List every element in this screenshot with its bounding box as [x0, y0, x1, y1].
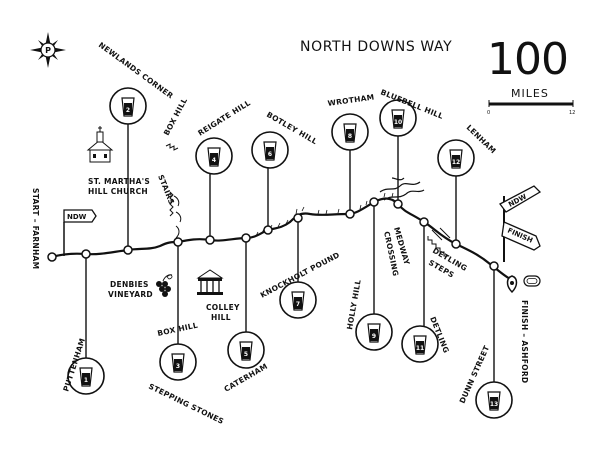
- stairs-icon: [165, 143, 179, 217]
- stage-4-number: 4: [212, 157, 216, 164]
- stage-2-marker[interactable]: 2: [109, 87, 147, 255]
- stage-1-number: 1: [84, 377, 88, 384]
- stage-13-marker[interactable]: 13: [475, 261, 513, 419]
- scale-start-label: 0: [487, 110, 490, 116]
- stage-4-marker[interactable]: 4: [195, 137, 233, 245]
- stage-13-number: 13: [490, 401, 498, 408]
- ndw-start-sign-label: NDW: [67, 213, 87, 221]
- stage-3-label-bottom: STEPPING STONES: [147, 382, 225, 426]
- distance-unit: MILES: [511, 87, 549, 100]
- stage-6-number: 6: [268, 151, 272, 158]
- river-icon: [379, 177, 425, 201]
- stage-4-label: REIGATE HILL: [196, 98, 252, 138]
- stage-6-marker[interactable]: 6: [251, 131, 289, 235]
- stairs-icon: [427, 227, 451, 257]
- colley-hill-label-line1: COLLEY: [206, 303, 240, 312]
- finish-marker-icon: [506, 275, 541, 294]
- st-marthas-label-line2: HILL CHURCH: [88, 187, 148, 196]
- stage-11-number: 11: [416, 345, 424, 352]
- colley-hill-label-line2: HILL: [211, 313, 231, 322]
- stage-5-number: 5: [244, 351, 248, 358]
- stage-8-marker[interactable]: 8: [331, 113, 369, 219]
- church-icon: [86, 126, 114, 163]
- map-title: NORTH DOWNS WAY: [300, 39, 452, 55]
- scale-bar: [488, 100, 574, 107]
- compass-rose-icon: P: [30, 32, 66, 68]
- route-line: [50, 197, 514, 282]
- stage-7-marker[interactable]: 7: [279, 213, 317, 319]
- stage-7-number: 7: [296, 301, 300, 308]
- st-marthas-label-line1: ST. MARTHA'S: [88, 177, 150, 186]
- ndw-start-sign: NDW: [63, 209, 97, 256]
- svg-text:P: P: [45, 46, 51, 55]
- denbies-label-line2: VINEYARD: [108, 290, 153, 299]
- stage-12-number: 12: [452, 159, 460, 166]
- finish-label: FINISH – ASHFORD: [520, 300, 529, 383]
- stage-2-number: 2: [126, 107, 130, 114]
- box-hill-stairs-label-line1: BOX HILL: [162, 96, 189, 137]
- stage-8-number: 8: [348, 133, 352, 140]
- denbies-label-line1: DENBIES: [110, 280, 149, 289]
- grapes-icon: [156, 274, 173, 297]
- stage-1-marker[interactable]: 1: [67, 249, 105, 395]
- stage-12-marker[interactable]: 12: [437, 139, 475, 249]
- distance-value: 100: [487, 34, 568, 85]
- stage-11-marker[interactable]: 11: [401, 217, 439, 363]
- temple-icon: [196, 269, 224, 295]
- start-label: START – FARNHAM: [31, 188, 40, 269]
- stage-3-number: 3: [176, 363, 180, 370]
- signpost-icon: NDW FINISH: [499, 185, 542, 262]
- stage-9-marker[interactable]: 9: [355, 197, 393, 351]
- stage-3-marker[interactable]: 3: [159, 237, 197, 381]
- stage-8-label: WROTHAM: [327, 93, 375, 108]
- scale-end-label: 12: [569, 110, 575, 116]
- stage-9-number: 9: [372, 333, 376, 340]
- stage-10-number: 10: [394, 119, 402, 126]
- start-node: [47, 252, 57, 262]
- stage-10-marker[interactable]: 10: [379, 99, 417, 209]
- stage-5-marker[interactable]: 5: [227, 233, 265, 369]
